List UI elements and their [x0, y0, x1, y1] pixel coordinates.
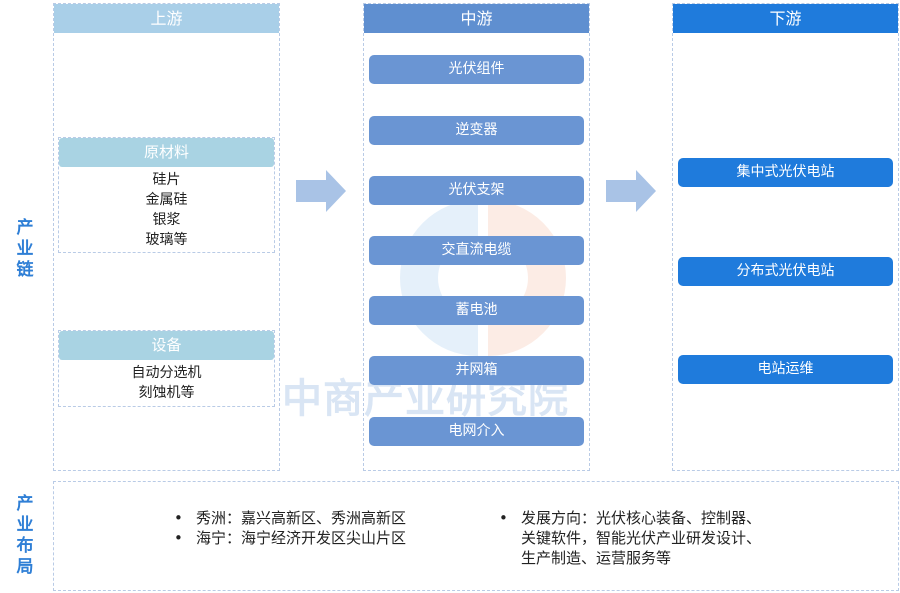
raw-materials-group: 原材料 硅片 金属硅 银浆 玻璃等	[58, 137, 275, 253]
list-item: 关键软件，智能光伏产业研发设计、	[499, 528, 761, 548]
midstream-header: 中游	[364, 4, 589, 33]
list-item: 玻璃等	[145, 232, 188, 248]
flow-arrow-icon	[296, 170, 346, 212]
upstream-column: 上游 原材料 硅片 金属硅 银浆 玻璃等 设备 自动分选机 刻蚀机等	[53, 3, 280, 471]
upstream-header: 上游	[54, 4, 279, 33]
downstream-header: 下游	[673, 4, 898, 33]
bullet-icon: •	[174, 509, 183, 527]
location-text: 海宁：海宁经济开发区尖山片区	[196, 529, 407, 547]
downstream-column: 下游 集中式光伏电站 分布式光伏电站 电站运维	[672, 3, 899, 471]
midstream-item: 电网介入	[369, 417, 584, 446]
industry-chain-text: 产业链	[16, 218, 34, 280]
industry-layout-text: 产业布局	[16, 494, 34, 577]
list-item: • 秀洲：嘉兴高新区、秀洲高新区	[174, 508, 406, 528]
industry-layout-box: • 秀洲：嘉兴高新区、秀洲高新区 • 海宁：海宁经济开发区尖山片区 • 发展方向…	[53, 481, 899, 591]
list-item: 银浆	[152, 212, 181, 228]
midstream-item: 并网箱	[369, 356, 584, 385]
list-item: • 发展方向：光伏核心装备、控制器、	[499, 508, 761, 528]
equipment-list: 自动分选机 刻蚀机等	[59, 360, 274, 403]
raw-materials-header: 原材料	[59, 138, 274, 167]
direction-line: 生产制造、运营服务等	[521, 549, 672, 567]
list-item: 金属硅	[145, 192, 188, 208]
midstream-column: 中游 光伏组件 逆变器 光伏支架 交直流电缆 蓄电池 并网箱 电网介入	[363, 3, 590, 471]
list-item: 硅片	[152, 172, 181, 188]
list-item: 生产制造、运营服务等	[499, 548, 761, 568]
location-text: 秀洲：嘉兴高新区、秀洲高新区	[196, 509, 407, 527]
midstream-item: 光伏支架	[369, 176, 584, 205]
midstream-item: 交直流电缆	[369, 236, 584, 265]
bullet-icon: •	[174, 529, 183, 547]
list-item: 刻蚀机等	[138, 385, 195, 401]
bullet-icon: •	[499, 509, 508, 527]
flow-arrow-icon	[606, 170, 656, 212]
development-direction: • 发展方向：光伏核心装备、控制器、 关键软件，智能光伏产业研发设计、 生产制造…	[499, 508, 761, 568]
direction-line: 发展方向：光伏核心装备、控制器、	[521, 509, 762, 527]
industry-layout-label: 产业布局	[12, 494, 38, 578]
industry-chain-label: 产业链	[12, 218, 38, 281]
direction-line: 关键软件，智能光伏产业研发设计、	[521, 529, 762, 547]
location-list: • 秀洲：嘉兴高新区、秀洲高新区 • 海宁：海宁经济开发区尖山片区	[174, 508, 406, 548]
equipment-header: 设备	[59, 331, 274, 360]
list-item: • 海宁：海宁经济开发区尖山片区	[174, 528, 406, 548]
equipment-group: 设备 自动分选机 刻蚀机等	[58, 330, 275, 407]
downstream-item: 电站运维	[678, 355, 893, 384]
list-item: 自动分选机	[131, 365, 202, 381]
midstream-item: 逆变器	[369, 116, 584, 145]
raw-materials-list: 硅片 金属硅 银浆 玻璃等	[59, 167, 274, 250]
midstream-item: 蓄电池	[369, 296, 584, 325]
downstream-item: 分布式光伏电站	[678, 257, 893, 286]
downstream-item: 集中式光伏电站	[678, 158, 893, 187]
midstream-item: 光伏组件	[369, 55, 584, 84]
